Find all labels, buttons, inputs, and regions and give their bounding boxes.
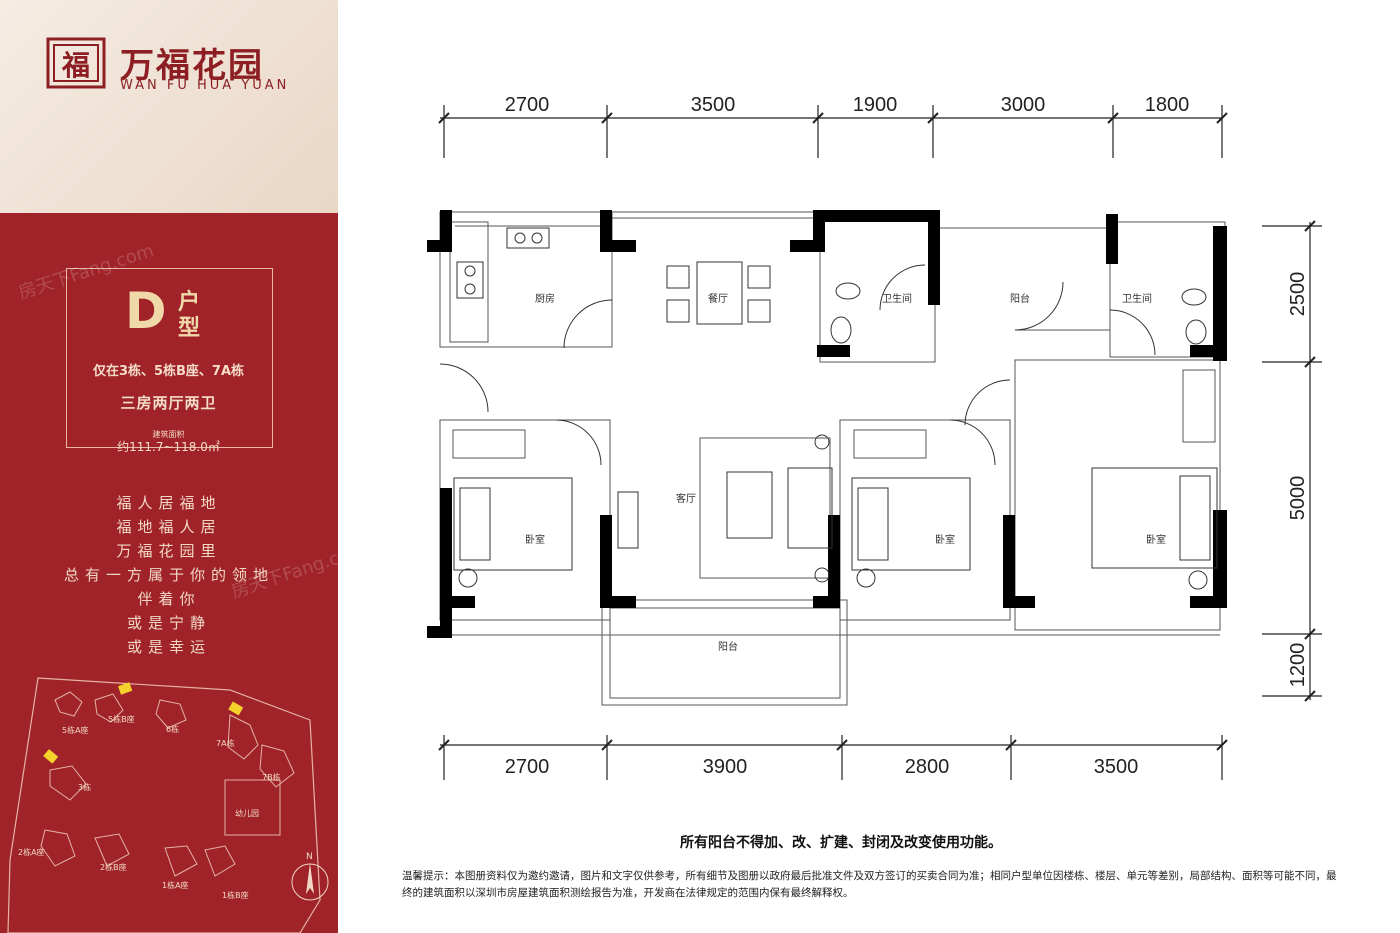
bottom-dim: 3500: [1094, 756, 1139, 778]
room-label-bath: 卫生间: [882, 292, 912, 305]
bottom-dim: 3900: [703, 756, 748, 778]
poem-line: 或是宁静: [126, 614, 211, 632]
unit-area: 约111.7~118.0㎡: [117, 440, 220, 454]
dimension-lines: [440, 105, 1322, 780]
north-arrow-icon: N: [291, 852, 329, 901]
site-label: 2栋A座: [18, 847, 45, 857]
unit-buildings: 仅在3栋、5栋B座、7A栋: [92, 364, 245, 379]
poem-line: 或是幸运: [126, 638, 211, 656]
poem-line: 福人居福地: [116, 494, 222, 512]
room-label-bedroom: 卧室: [935, 533, 955, 546]
room-label-balcony: 阳台: [718, 640, 738, 653]
logo-icon: 福: [46, 37, 106, 89]
unit-letter: D: [125, 282, 167, 340]
site-label: 7B栋: [262, 772, 281, 782]
right-dim: 5000: [1287, 476, 1309, 521]
room-label-dining: 餐厅: [708, 292, 728, 305]
balcony-notice: 所有阳台不得加、改、扩建、封闭及改变使用功能。: [680, 835, 1002, 851]
site-label: 3栋: [78, 782, 91, 792]
top-dim: 1800: [1145, 94, 1190, 116]
area-label: 建筑面积: [152, 430, 185, 439]
north-label: N: [306, 852, 313, 862]
unit-layout: 三房两厅两卫: [120, 394, 217, 412]
site-label: 7A栋: [216, 738, 235, 748]
site-label: 5栋B座: [108, 714, 135, 724]
top-dim: 1900: [853, 94, 898, 116]
brand-header: 福 万福花园 WAN FU HUA YUAN: [0, 0, 338, 213]
site-label: 1栋A座: [162, 880, 189, 890]
top-dim: 3000: [1001, 94, 1046, 116]
bottom-dim: 2800: [905, 756, 950, 778]
room-label-bedroom: 卧室: [1146, 533, 1166, 546]
site-label: 5栋A座: [62, 725, 89, 735]
room-label-balcony: 阳台: [1010, 292, 1030, 305]
bottom-dim: 2700: [505, 756, 550, 778]
room-label-bedroom: 卧室: [525, 533, 545, 546]
unit-word: 户型: [178, 289, 201, 341]
unit-info-panel: [0, 213, 338, 933]
poem-line: 万福花园里: [116, 542, 222, 560]
watermark-text: 房天下Fang.com: [229, 539, 369, 602]
right-dim: 2500: [1287, 272, 1309, 317]
poem-line: 伴着你: [137, 590, 201, 608]
sidebar: 福 万福花园 WAN FU HUA YUAN D 户型 仅在3栋、5栋B座、7A…: [0, 0, 338, 933]
top-dim: 2700: [505, 94, 550, 116]
disclaimer-text: 温馨提示：本图册资料仅为邀约邀请，图片和文字仅供参考，所有细节及图册以政府最后批…: [402, 870, 1337, 899]
poem-line: 福地福人居: [116, 518, 222, 536]
watermark-text: 房天下Fang.com: [16, 240, 156, 303]
site-label: 幼儿园: [235, 808, 259, 818]
site-plan-map: 5栋A座 5栋B座 6栋 7A栋 7B栋 3栋 幼儿园 2栋A座 2栋B座 1栋…: [7, 677, 329, 933]
structural-walls: [427, 210, 1227, 638]
poem-line: 总有一方属于你的领地: [63, 566, 274, 584]
room-label-living: 客厅: [676, 492, 696, 505]
fixtures: [439, 227, 1218, 590]
thin-walls: [439, 211, 1226, 706]
room-label-bath: 卫生间: [1122, 292, 1152, 305]
site-label: 6栋: [166, 724, 179, 734]
brand-name: 万福花园: [120, 46, 264, 86]
unit-type-box: [66, 268, 273, 448]
logo-glyph: 福: [61, 49, 90, 82]
room-label-kitchen: 厨房: [535, 292, 555, 305]
right-dim: 1200: [1287, 643, 1309, 688]
site-label: 1栋B座: [222, 890, 249, 900]
top-dim: 3500: [691, 94, 736, 116]
site-label: 2栋B座: [100, 862, 127, 872]
brand-name-en: WAN FU HUA YUAN: [120, 78, 290, 93]
floor-plan: 2700 3500 1900 3000 1800 2700 3900 2800 …: [427, 94, 1322, 780]
